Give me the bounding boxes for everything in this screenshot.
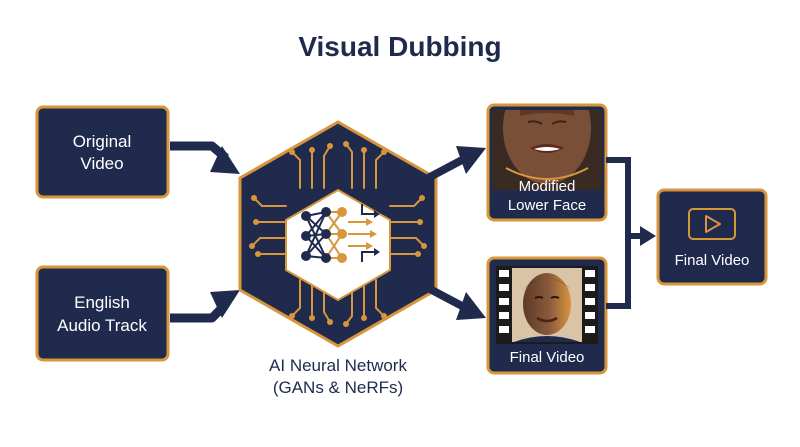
original-video-label-line1: Original xyxy=(73,132,132,151)
modified-lower-face-box: Modified Lower Face xyxy=(486,103,608,222)
face-icon xyxy=(492,110,602,190)
arrow-icon xyxy=(170,290,240,323)
final-video-label: Final Video xyxy=(675,252,750,269)
circuit-nodes xyxy=(249,141,427,327)
film-strip-icon xyxy=(496,266,598,344)
arrow-icon xyxy=(424,284,486,320)
english-audio-label-line2: Audio Track xyxy=(57,316,147,335)
network-caption-line1: AI Neural Network xyxy=(269,356,407,375)
neural-net-icon xyxy=(301,204,380,263)
network-caption-line2: (GANs & NeRFs) xyxy=(273,378,403,397)
play-icon xyxy=(688,208,736,240)
english-audio-box: English Audio Track xyxy=(35,265,170,362)
face-icon xyxy=(514,273,580,342)
diagram-title: Visual Dubbing xyxy=(298,31,501,62)
final-video-box: Final Video xyxy=(656,188,768,286)
modified-lower-face-label-line2: Lower Face xyxy=(508,197,586,214)
english-audio-label-line1: English xyxy=(74,293,130,312)
merge-connector xyxy=(606,157,656,309)
original-video-box: Original Video xyxy=(35,105,170,199)
neural-network-hexagon xyxy=(238,120,438,348)
original-video-label-line2: Video xyxy=(80,154,123,173)
film-frame-label: Final Video xyxy=(510,349,585,366)
modified-lower-face-label-line1: Modified xyxy=(519,178,576,195)
arrow-icon xyxy=(424,146,486,182)
arrow-icon xyxy=(170,141,240,174)
film-frame-box: Final Video xyxy=(486,256,608,375)
